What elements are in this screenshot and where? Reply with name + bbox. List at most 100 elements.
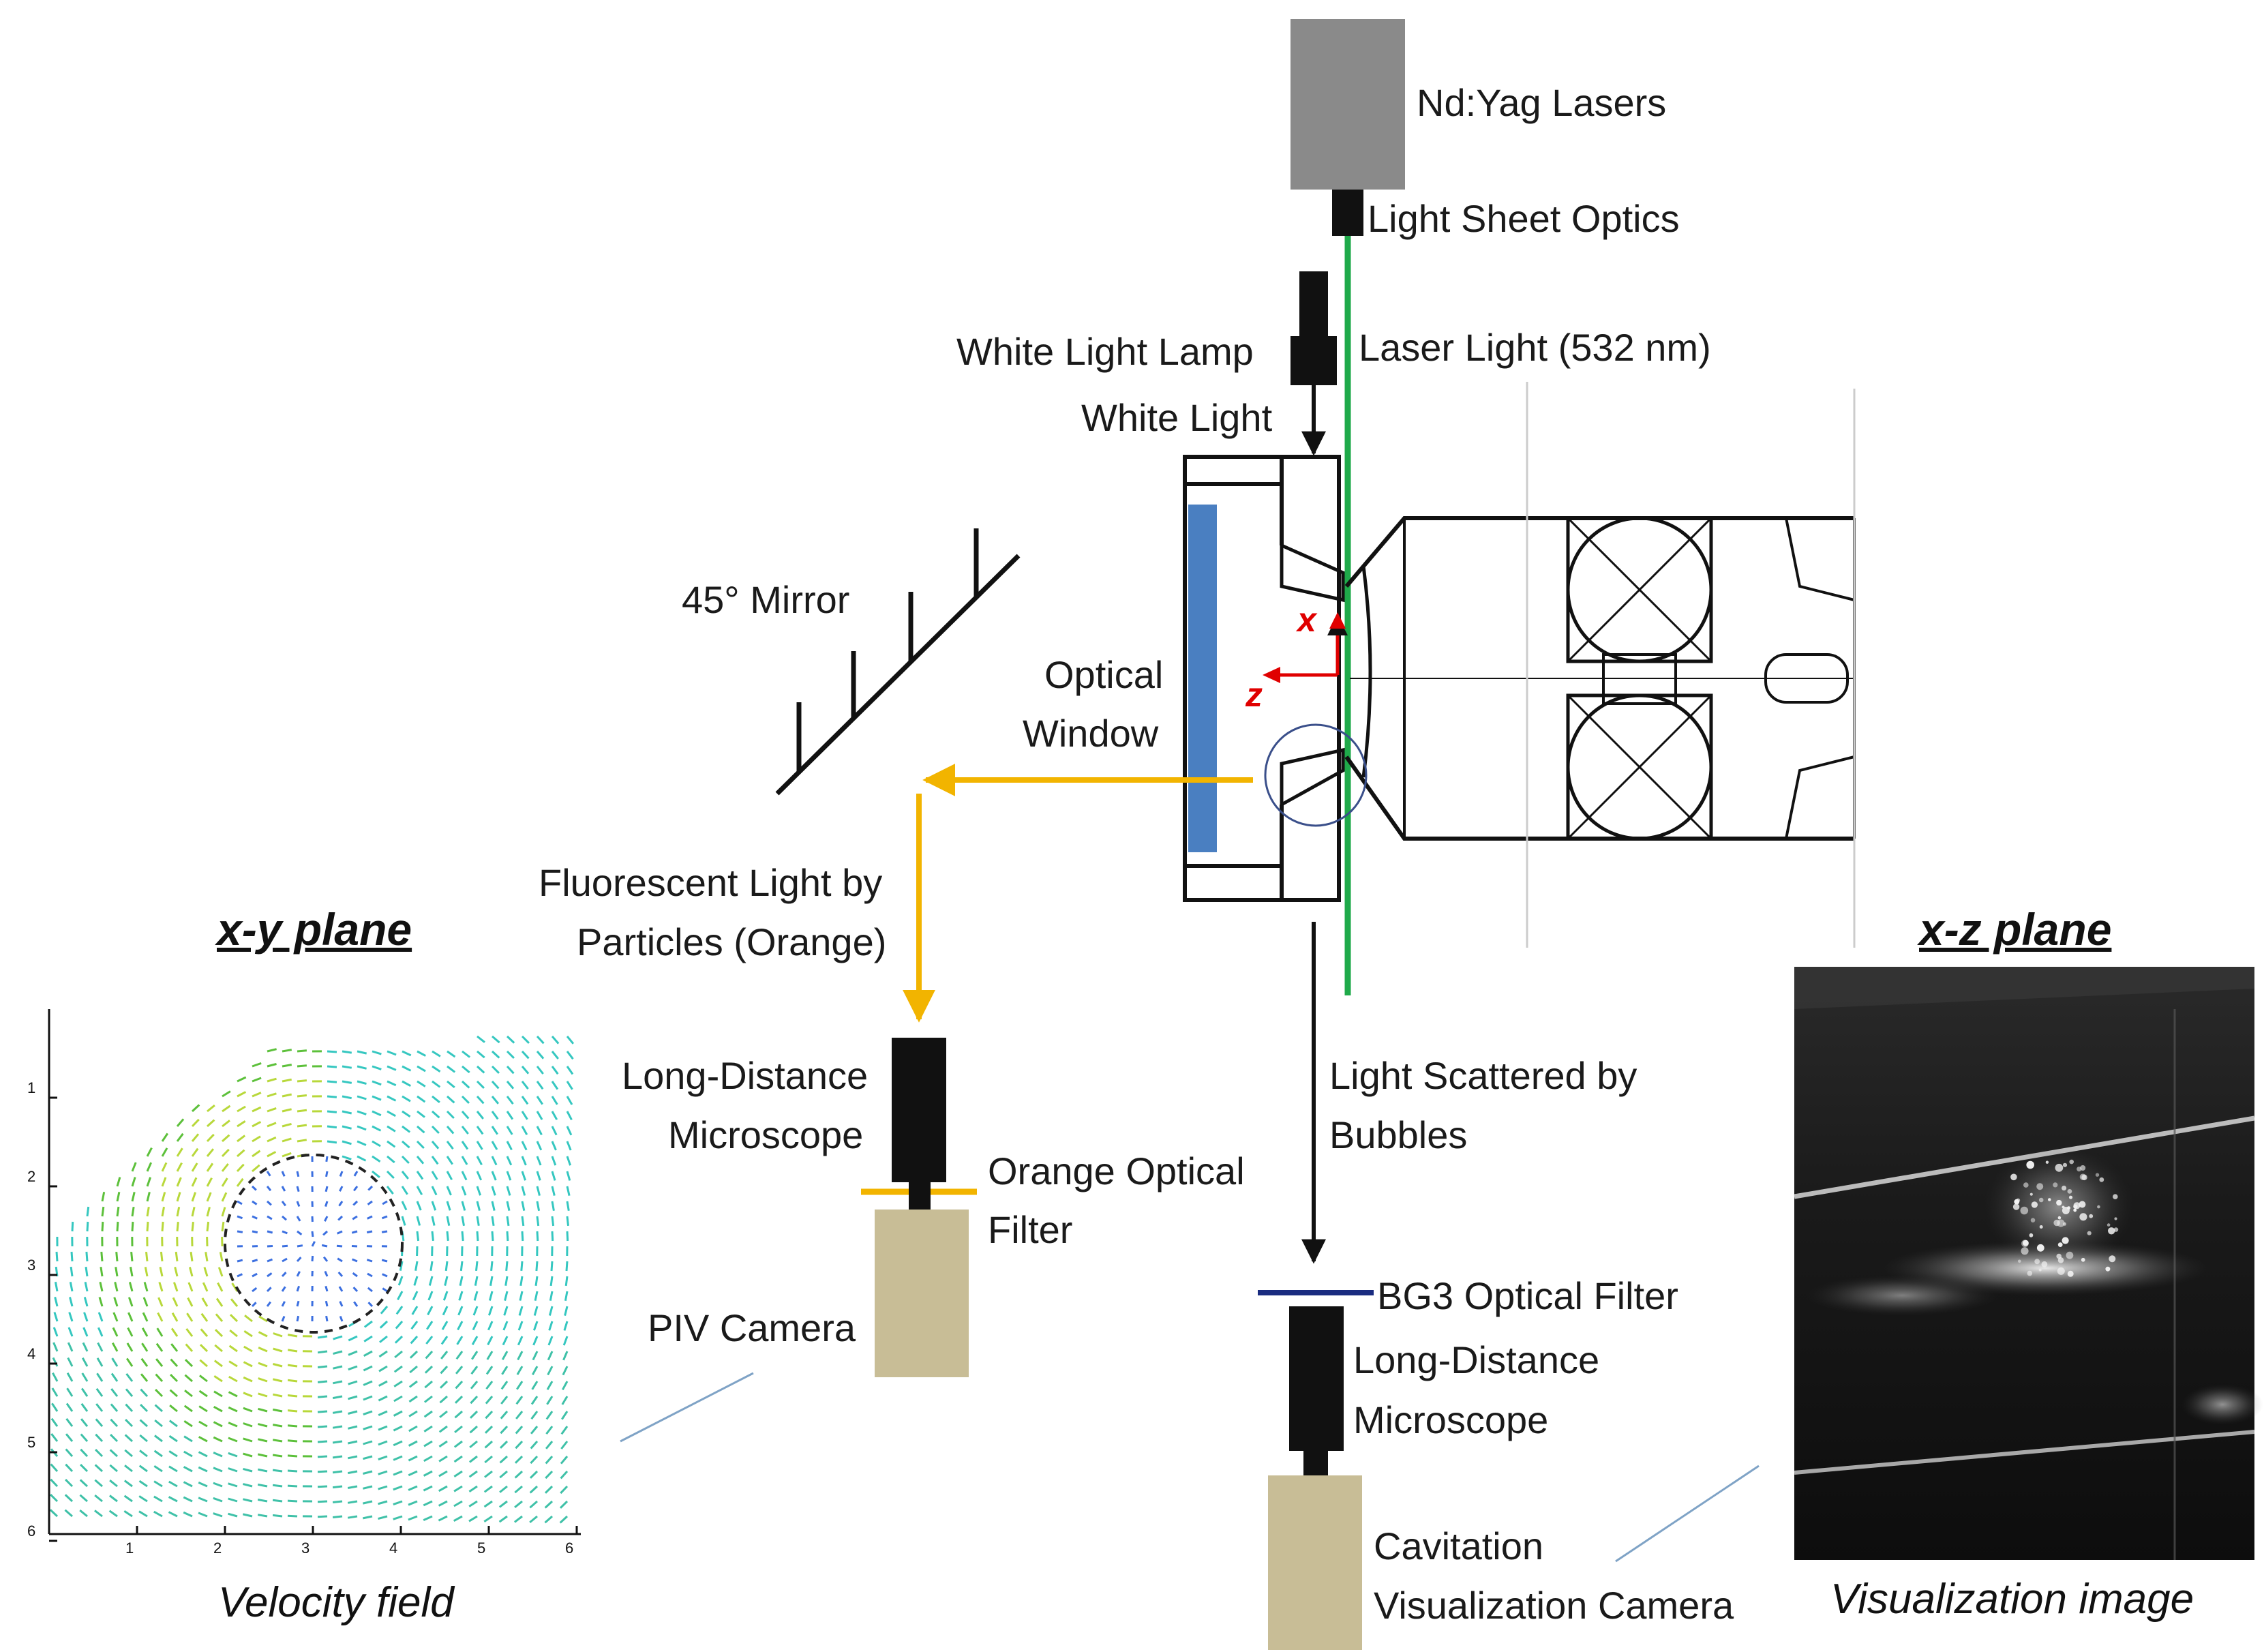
velocity-vector — [423, 1485, 433, 1492]
velocity-vector — [51, 1387, 59, 1397]
velocity-vector — [432, 1050, 441, 1057]
velocity-vector — [297, 1124, 307, 1128]
velocity-vector — [549, 1276, 554, 1287]
velocity-vector — [281, 1186, 286, 1192]
velocity-vector — [200, 1312, 209, 1322]
velocity-vector — [393, 1440, 403, 1447]
velocity-vector — [348, 1380, 358, 1385]
cavitation-bubble — [2048, 1198, 2051, 1201]
velocity-vector — [272, 1393, 283, 1398]
velocity-vector — [408, 1395, 418, 1403]
velocity-vector — [476, 1186, 482, 1196]
velocity-vector — [427, 1291, 434, 1301]
cavitation-bubble — [2020, 1206, 2029, 1215]
velocity-vector — [191, 1162, 198, 1172]
velocity-vector — [243, 1361, 253, 1368]
cavitation-bubble — [2062, 1237, 2069, 1244]
velocity-vector — [222, 1105, 231, 1113]
velocity-vector — [206, 1192, 212, 1202]
velocity-vector — [198, 1436, 208, 1443]
velocity-vector — [228, 1375, 238, 1383]
velocity-vector — [447, 1065, 456, 1073]
velocity-vector — [168, 1511, 178, 1518]
velocity-vector — [158, 1282, 164, 1292]
velocity-vector — [472, 1306, 479, 1316]
velocity-vector — [506, 1050, 515, 1059]
velocity-vector — [228, 1391, 238, 1398]
velocity-vector — [252, 1259, 258, 1263]
velocity-vector — [64, 1494, 74, 1503]
velocity-vector — [297, 1094, 307, 1098]
velocity-vector — [67, 1327, 74, 1337]
velocity-vector — [161, 1147, 168, 1157]
velocity-vector — [551, 1051, 559, 1060]
velocity-vector — [243, 1345, 253, 1353]
velocity-vector — [536, 1096, 543, 1105]
velocity-vector — [110, 1434, 119, 1443]
velocity-vector — [545, 1411, 554, 1420]
velocity-vector — [125, 1388, 134, 1397]
long-distance-microscope-right — [1289, 1306, 1344, 1451]
velocity-vector — [432, 1080, 441, 1088]
velocity-vector — [140, 1388, 149, 1398]
velocity-vector — [506, 1171, 512, 1181]
velocity-vector — [547, 1366, 554, 1376]
velocity-vector — [347, 1455, 358, 1460]
velocity-vector — [348, 1470, 358, 1475]
velocity-vector — [561, 1381, 569, 1391]
velocity-vector — [521, 1201, 526, 1212]
cavitation-bubble — [2038, 1268, 2042, 1272]
cavitation-bubble — [2105, 1266, 2111, 1272]
velocity-vector — [243, 1467, 253, 1473]
velocity-vector — [65, 1448, 74, 1457]
velocity-vector — [176, 1192, 181, 1202]
velocity-vector — [86, 1221, 89, 1232]
velocity-vector — [431, 1186, 438, 1196]
velocity-vector — [222, 1090, 231, 1098]
velocity-vector — [544, 1500, 554, 1509]
velocity-vector — [348, 1395, 358, 1400]
velocity-vector — [503, 1306, 509, 1316]
velocity-vector — [140, 1404, 149, 1413]
velocity-vector — [237, 1200, 243, 1205]
velocity-vector — [485, 1396, 494, 1405]
velocity-vector — [417, 1080, 426, 1087]
velocity-vector — [408, 1470, 418, 1477]
velocity-vector — [311, 1231, 314, 1237]
velocity-vector — [114, 1282, 119, 1292]
velocity-vector — [198, 1466, 208, 1473]
velocity-vector — [379, 1320, 389, 1329]
velocity-vector — [461, 1186, 467, 1196]
velocity-vector — [447, 1080, 455, 1089]
velocity-vector — [536, 1171, 541, 1181]
velocity-vector — [324, 1300, 329, 1307]
velocity-vector — [530, 1455, 539, 1465]
velocity-vector — [424, 1380, 433, 1389]
velocity-vector — [548, 1321, 554, 1331]
velocity-vector — [363, 1395, 373, 1401]
cavitation-bubble — [2057, 1242, 2063, 1247]
velocity-vector — [146, 1147, 153, 1157]
velocity-vector — [125, 1419, 134, 1428]
velocity-vector — [446, 1201, 451, 1211]
velocity-vector — [282, 1152, 292, 1158]
velocity-vector — [112, 1312, 119, 1322]
velocity-vector — [198, 1390, 208, 1398]
velocity-vector — [454, 1410, 463, 1419]
velocity-vector — [206, 1162, 214, 1172]
velocity-vector — [296, 1201, 301, 1207]
velocity-vector — [140, 1373, 149, 1382]
velocity-vector — [228, 1360, 238, 1368]
xz-plane-title: x-z plane — [1919, 904, 2112, 955]
cavitation-bubble — [2029, 1233, 2034, 1237]
velocity-vector — [50, 1417, 59, 1427]
velocity-vector — [551, 1171, 556, 1181]
velocity-vector — [311, 1241, 316, 1247]
velocity-vector — [273, 1332, 283, 1338]
velocity-vector — [266, 1287, 272, 1293]
velocity-vector — [146, 1177, 152, 1187]
velocity-vector — [325, 1171, 329, 1177]
velocity-vector — [141, 1327, 149, 1337]
velocity-vector — [221, 1221, 225, 1232]
velocity-vector — [146, 1206, 150, 1217]
